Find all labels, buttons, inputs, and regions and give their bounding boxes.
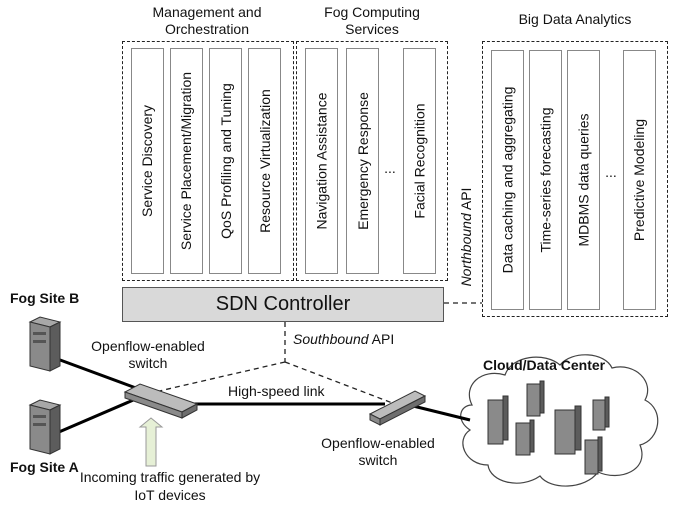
southbound-to-left-switch (154, 361, 286, 393)
southbound-api-label: Southbound API (293, 331, 395, 347)
time-series-box: Time-series forecasting (529, 50, 562, 310)
service-discovery-box: Service Discovery (131, 48, 164, 274)
high-speed-link-label: High-speed link (228, 383, 325, 399)
navigation-assistance-box: Navigation Assistance (305, 48, 338, 274)
link-site-a-to-switch (51, 393, 146, 437)
service-placement-box: Service Placement/Migration (170, 48, 203, 274)
cloud-server-2 (526, 380, 545, 417)
emergency-response-box: Emergency Response (346, 48, 379, 274)
cloud-data-center-label: Cloud/Data Center (483, 357, 606, 373)
big-data-group (482, 41, 668, 317)
fog-site-b-label: Fog Site B (10, 290, 80, 306)
right-switch-icon (368, 390, 427, 426)
predictive-modeling-box: Predictive Modeling (623, 50, 656, 310)
resource-virtualization-box: Resource Virtualization (248, 48, 281, 274)
fog-services-group (296, 41, 448, 281)
cloud-server-6 (584, 436, 603, 475)
cloud-server-1 (487, 395, 509, 445)
fog-services-heading: Fog Computing Services (324, 4, 420, 37)
fog-services-ellipsis: ... (384, 160, 396, 176)
cloud-server-4 (554, 405, 582, 455)
cloud-server-3 (515, 419, 535, 456)
management-heading: Management and Orchestration (152, 4, 262, 37)
big-data-heading: Big Data Analytics (518, 11, 632, 27)
incoming-traffic-label: Incoming traffic generated by IoT device… (79, 469, 261, 503)
fog-site-a-server-icon (28, 399, 62, 455)
right-switch-label: Openflow-enabled switch (321, 435, 435, 468)
fog-site-a-label: Fog Site A (10, 459, 79, 475)
sdn-controller: SDN Controller (122, 287, 444, 322)
southbound-to-right-switch (284, 361, 396, 405)
big-data-ellipsis: ... (605, 164, 617, 180)
incoming-traffic-arrow (138, 417, 164, 467)
cloud-server-icons (487, 380, 610, 475)
fog-site-b-server-icon (28, 316, 62, 372)
left-switch-icon (123, 383, 199, 419)
mdbms-box: MDBMS data queries (567, 50, 600, 310)
left-switch-label: Openflow-enabled switch (91, 338, 205, 371)
cloud-server-5 (592, 396, 610, 431)
sdn-controller-label: SDN Controller (215, 293, 351, 315)
data-caching-box: Data caching and aggregating (491, 50, 524, 310)
facial-recognition-box: Facial Recognition (403, 48, 436, 274)
management-group (122, 41, 294, 281)
qos-profiling-box: QoS Profiling and Tuning (209, 48, 242, 274)
